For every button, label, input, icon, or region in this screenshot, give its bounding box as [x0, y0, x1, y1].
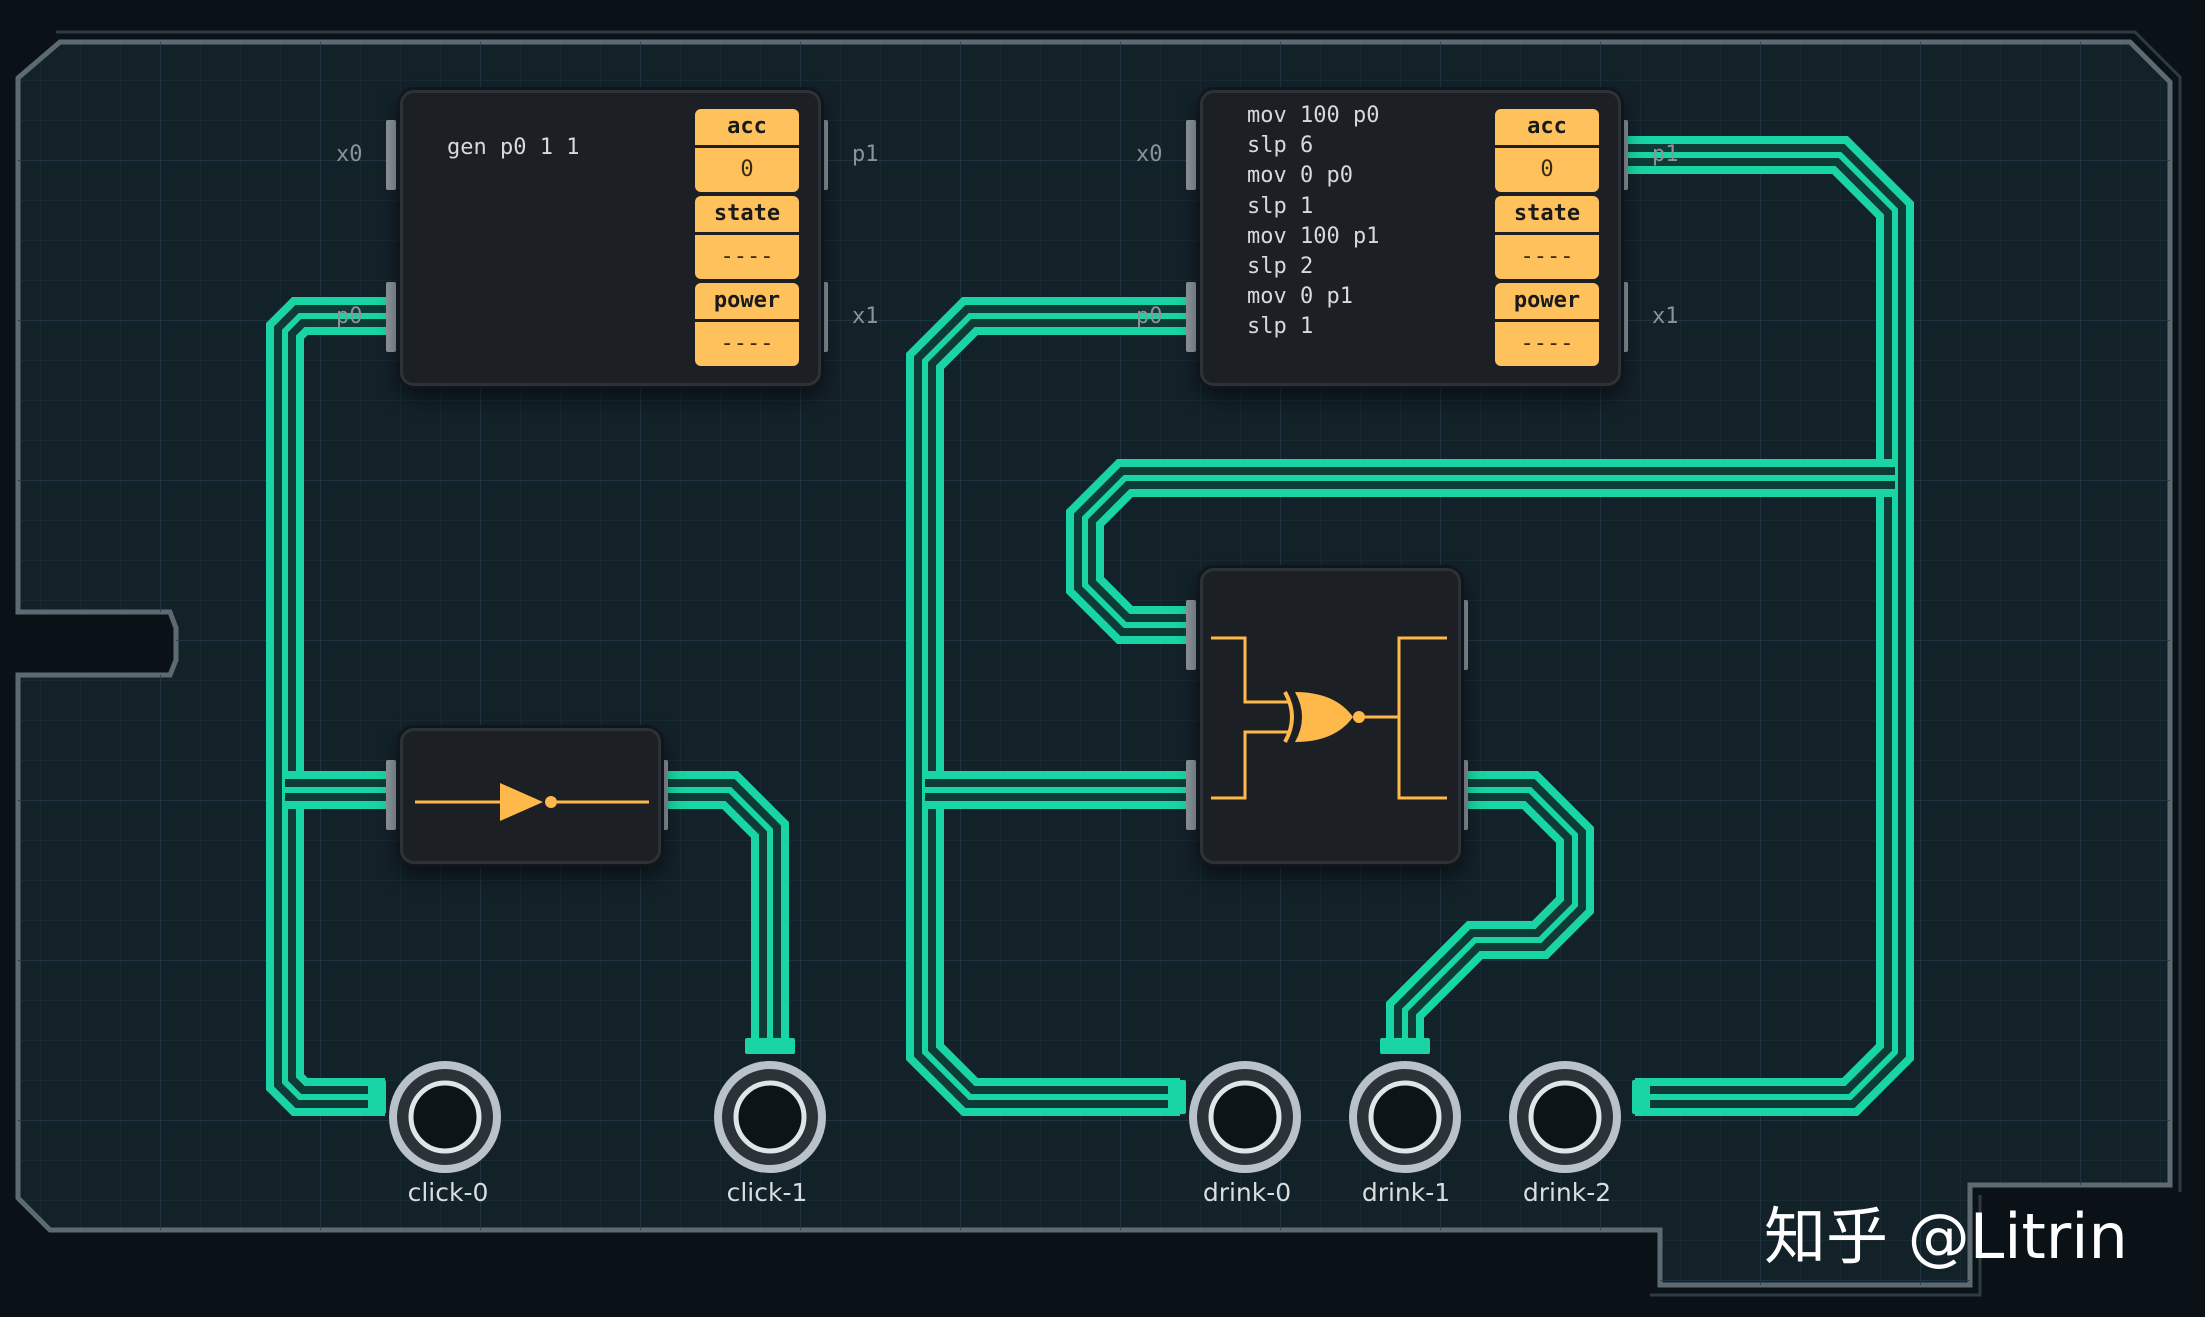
- pin-label-x0: x0: [1136, 142, 1163, 167]
- register-value: ----: [1495, 322, 1599, 366]
- register-label: acc: [695, 109, 799, 145]
- register-state: state ----: [695, 196, 799, 279]
- register-value: ----: [1495, 235, 1599, 279]
- microcontroller-1[interactable]: gen p0 1 1 acc 0 state ---- power ----: [400, 90, 821, 386]
- sensor-drink-1[interactable]: [1349, 1061, 1461, 1173]
- register-label: power: [1495, 283, 1599, 319]
- register-acc: acc 0: [1495, 109, 1599, 192]
- watermark: 知乎 @Litrin: [1764, 1200, 2128, 1273]
- register-label: state: [695, 196, 799, 232]
- pin-label-x1: x1: [852, 304, 879, 329]
- wire-ctrl1-p0-to-click0: [266, 297, 390, 1116]
- sensor-drink-2[interactable]: [1509, 1061, 1621, 1173]
- pin-label-p0: p0: [1136, 304, 1163, 329]
- pin-label-p0: p0: [336, 304, 363, 329]
- controller-2-code[interactable]: mov 100 p0 slp 6 mov 0 p0 slp 1 mov 100 …: [1247, 103, 1380, 340]
- register-label: acc: [1495, 109, 1599, 145]
- not-gate-icon: [415, 783, 649, 821]
- not-gate-chip[interactable]: [400, 728, 661, 864]
- register-acc: acc 0: [695, 109, 799, 192]
- pin-label-p1: p1: [1652, 142, 1679, 167]
- wire-ctrl2-p1-to-drink2: [1625, 136, 1914, 1116]
- sensor-label-drink-2: drink-2: [1522, 1178, 1612, 1207]
- sensor-click-0[interactable]: [389, 1061, 501, 1173]
- wire-xnor-out-to-drink1: [1386, 771, 1594, 1045]
- register-value: ----: [695, 235, 799, 279]
- wire-to-xnor-in1: [1066, 459, 1895, 644]
- controller-1-code[interactable]: gen p0 1 1: [447, 135, 580, 160]
- register-state: state ----: [1495, 196, 1599, 279]
- register-value: ----: [695, 322, 799, 366]
- pin-label-p1: p1: [852, 142, 879, 167]
- register-power: power ----: [695, 283, 799, 366]
- register-value: 0: [695, 148, 799, 192]
- pin-label-x1: x1: [1652, 304, 1679, 329]
- sensor-label-drink-0: drink-0: [1202, 1178, 1292, 1207]
- xnor-gate-chip[interactable]: [1200, 568, 1461, 864]
- microcontroller-2[interactable]: mov 100 p0 slp 6 mov 0 p0 slp 1 mov 100 …: [1200, 90, 1621, 386]
- register-value: 0: [1495, 148, 1599, 192]
- register-power: power ----: [1495, 283, 1599, 366]
- sensor-label-click-0: click-0: [407, 1178, 489, 1207]
- sensor-drink-0[interactable]: [1189, 1061, 1301, 1173]
- xnor-gate-icon: [1211, 636, 1447, 800]
- register-label: power: [695, 283, 799, 319]
- wire-ctrl2-p0-to-drink0: [906, 297, 1190, 1116]
- register-label: state: [1495, 196, 1599, 232]
- sensor-label-click-1: click-1: [726, 1178, 808, 1207]
- sensor-label-drink-1: drink-1: [1361, 1178, 1451, 1207]
- wire-not-gate-to-click1: [665, 771, 789, 1045]
- pin-label-x0: x0: [336, 142, 363, 167]
- sensor-click-1[interactable]: [714, 1061, 826, 1173]
